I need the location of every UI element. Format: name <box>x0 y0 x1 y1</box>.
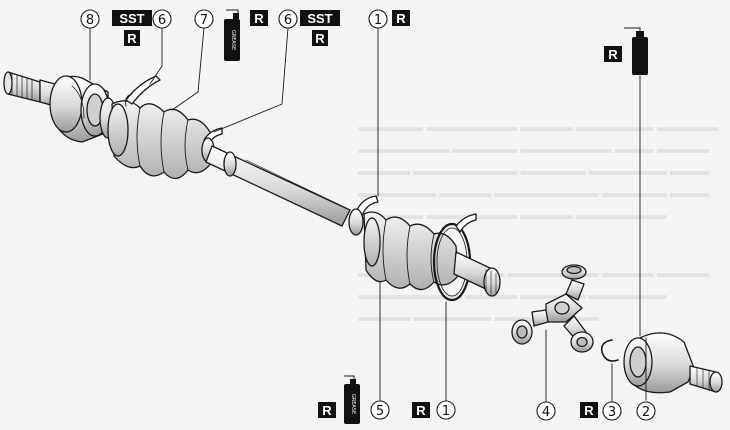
grease-tube-bottom: GREASE <box>344 375 360 424</box>
inner-boot <box>363 211 459 291</box>
tag-r-right: R <box>312 30 328 46</box>
tag-r-grease-top: R <box>250 10 268 26</box>
callout-3: 3 <box>602 401 622 421</box>
svg-text:R: R <box>322 403 332 418</box>
callout-1-top: 1 <box>368 9 388 29</box>
svg-text:6: 6 <box>158 13 166 28</box>
tag-sst-right: SST <box>300 10 340 26</box>
outer-boot <box>107 100 213 180</box>
svg-text:5: 5 <box>376 404 384 419</box>
inner-boot-clamp-small <box>348 195 379 236</box>
svg-text:R: R <box>584 403 594 418</box>
callout-5: 5 <box>370 400 390 420</box>
inner-splined-stub <box>453 251 501 297</box>
callout-1-bottom: 1 <box>436 400 456 420</box>
leader-lines <box>89 27 647 403</box>
svg-text:R: R <box>315 31 325 46</box>
outer-boot-clamp-large <box>125 75 161 107</box>
svg-text:R: R <box>416 403 426 418</box>
svg-text:7: 7 <box>200 13 208 28</box>
svg-text:3: 3 <box>608 405 616 420</box>
svg-text:2: 2 <box>642 405 650 420</box>
callout-8: 8 <box>80 9 100 29</box>
grease-label-top: GREASE <box>230 30 236 50</box>
svg-text:R: R <box>608 47 618 62</box>
tag-r-part3: R <box>580 402 598 418</box>
callout-2: 2 <box>636 401 656 421</box>
grease-tube-right <box>624 27 648 75</box>
tripod-roller-left <box>511 319 533 345</box>
svg-text:1: 1 <box>442 404 450 419</box>
callout-4: 4 <box>536 401 556 421</box>
svg-text:SST: SST <box>307 11 332 26</box>
tag-r-part1-top: R <box>392 10 410 26</box>
grease-label-bottom: GREASE <box>350 394 356 414</box>
tripod-roller-right <box>570 331 594 353</box>
tag-sst-left: SST <box>112 10 152 26</box>
svg-text:R: R <box>254 11 264 26</box>
snap-ring <box>600 339 619 362</box>
svg-text:4: 4 <box>542 405 550 420</box>
tag-r-grease-right: R <box>604 46 622 62</box>
tag-r-grease-bottom: R <box>318 402 336 418</box>
tag-r-part1-bottom: R <box>412 402 430 418</box>
grease-tube-top: GREASE <box>224 9 240 61</box>
svg-text:R: R <box>127 31 137 46</box>
tag-r-left: R <box>124 30 140 46</box>
svg-text:1: 1 <box>374 13 382 28</box>
outer-cv-joint-housing <box>49 75 110 143</box>
tripod-roller-top <box>561 264 587 280</box>
callout-7: 7 <box>194 9 214 29</box>
svg-text:6: 6 <box>284 13 292 28</box>
inner-joint-housing <box>623 332 723 394</box>
svg-text:8: 8 <box>86 13 94 28</box>
callout-6-left: 6 <box>152 9 172 29</box>
tripod-spider <box>531 279 587 341</box>
background-print-texture: ▬▬▬▬▬ ▬▬▬▬▬▬▬ ▬▬▬▬ ▬▬▬▬▬▬ ▬▬▬▬▬ ▬▬▬▬▬▬▬ … <box>358 119 718 222</box>
svg-text:R: R <box>396 11 406 26</box>
callout-6-right: 6 <box>278 9 298 29</box>
intermediate-shaft <box>205 145 351 227</box>
svg-text:SST: SST <box>119 11 144 26</box>
